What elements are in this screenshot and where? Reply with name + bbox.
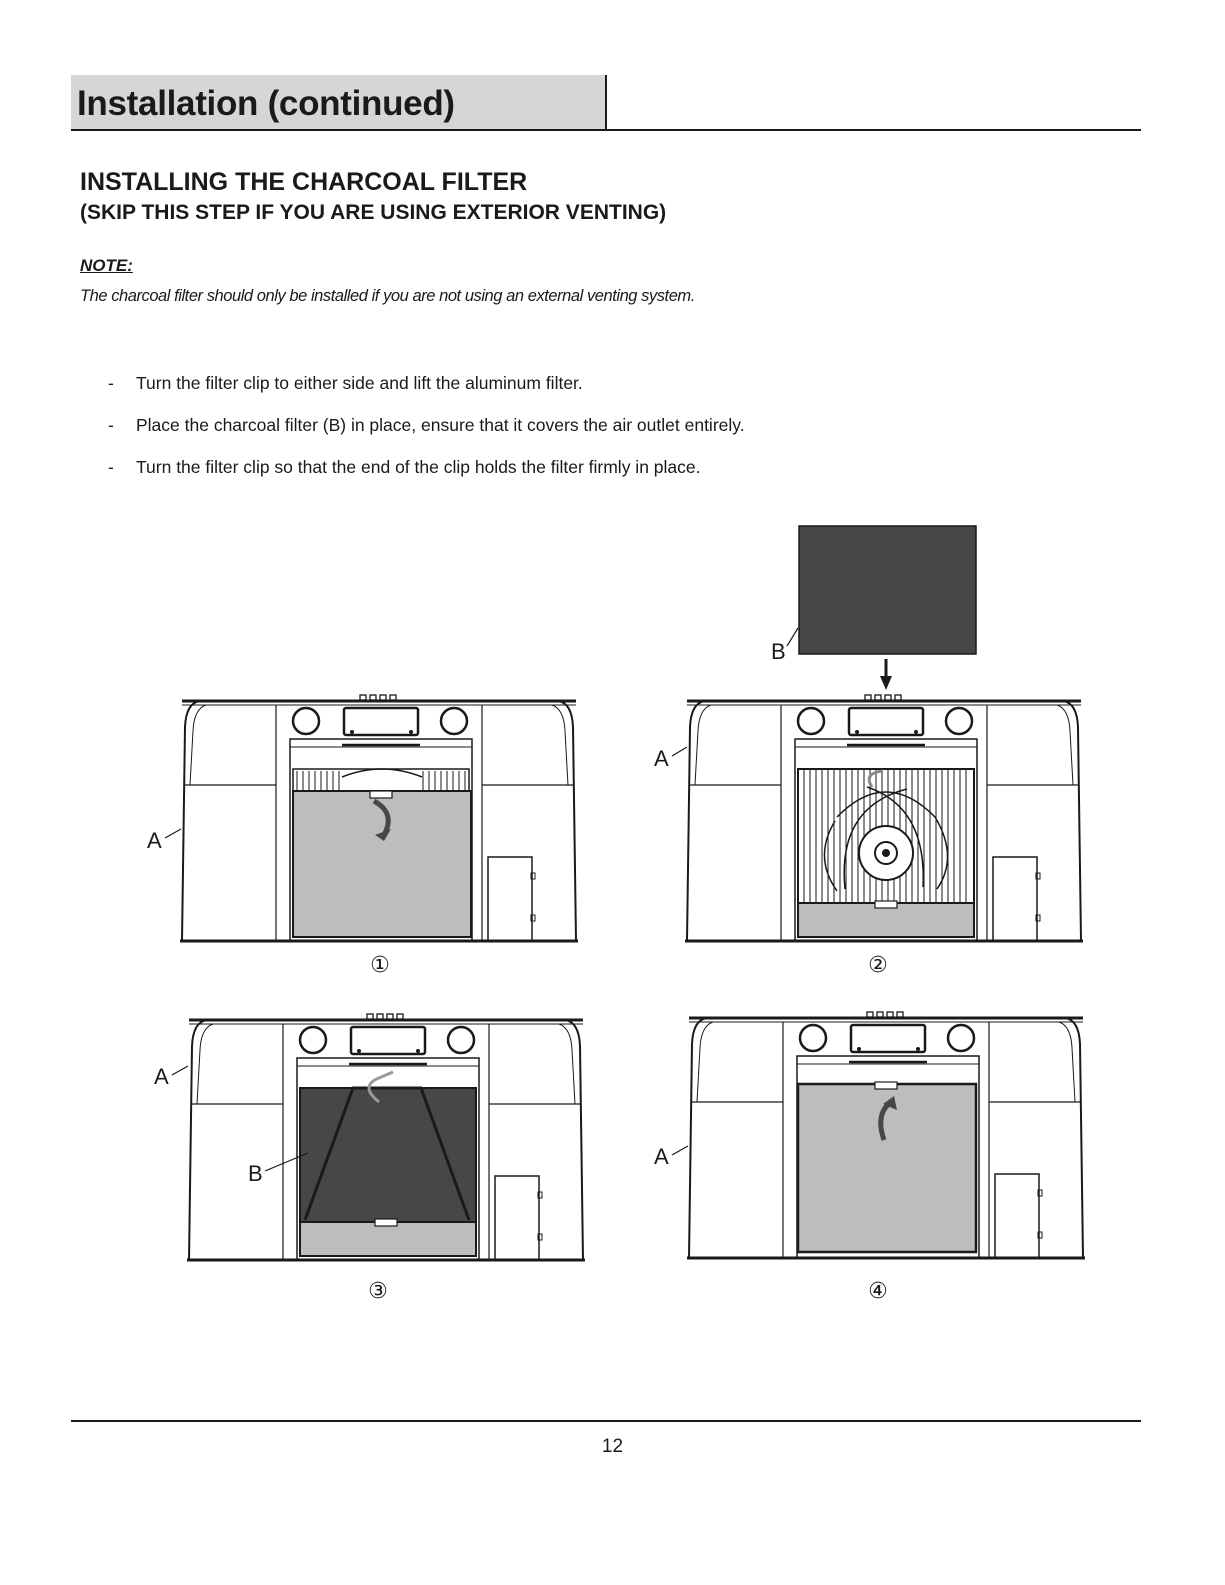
- figure-2-number: ②: [868, 953, 888, 978]
- figure-3-number: ③: [368, 1279, 388, 1304]
- charcoal-filter-b: [798, 525, 977, 690]
- step-text: Turn the filter clip so that the end of …: [136, 457, 701, 477]
- header-rule: [71, 129, 1141, 131]
- note-text: The charcoal filter should only be insta…: [80, 287, 695, 305]
- step-text: Place the charcoal filter (B) in place, …: [136, 415, 745, 435]
- figure-3-label-a: A: [154, 1064, 169, 1089]
- figure-2-label-a: A: [654, 746, 669, 771]
- note-label: NOTE:: [80, 256, 133, 275]
- figure-3-label-b: B: [248, 1161, 263, 1186]
- figure-1: [178, 693, 580, 943]
- step-bullet: -: [108, 373, 114, 393]
- section-subtitle: (SKIP THIS STEP IF YOU ARE USING EXTERIO…: [80, 201, 667, 224]
- section-title: INSTALLING THE CHARCOAL FILTER: [80, 168, 528, 196]
- figure-4-label-a: A: [654, 1144, 669, 1169]
- footer-rule: [71, 1420, 1141, 1422]
- step-text: Turn the filter clip to either side and …: [136, 373, 583, 393]
- step-list: - Turn the filter clip to either side an…: [108, 373, 745, 499]
- figure-2-label-b: B: [771, 639, 786, 664]
- page-number: 12: [601, 1436, 624, 1457]
- figure-1-label-a: A: [147, 828, 162, 853]
- figure-1-number: ①: [370, 953, 390, 978]
- step-bullet: -: [108, 457, 114, 477]
- list-item: - Turn the filter clip to either side an…: [108, 373, 745, 415]
- list-item: - Place the charcoal filter (B) in place…: [108, 415, 745, 457]
- figure-4-number: ④: [868, 1279, 888, 1304]
- page-title: Installation (continued): [77, 84, 455, 123]
- header-bar: [71, 75, 607, 130]
- step-bullet: -: [108, 415, 114, 435]
- figure-4: [685, 1010, 1087, 1260]
- figure-3: [185, 1012, 587, 1262]
- list-item: - Turn the filter clip so that the end o…: [108, 457, 745, 499]
- figure-2: [683, 693, 1085, 943]
